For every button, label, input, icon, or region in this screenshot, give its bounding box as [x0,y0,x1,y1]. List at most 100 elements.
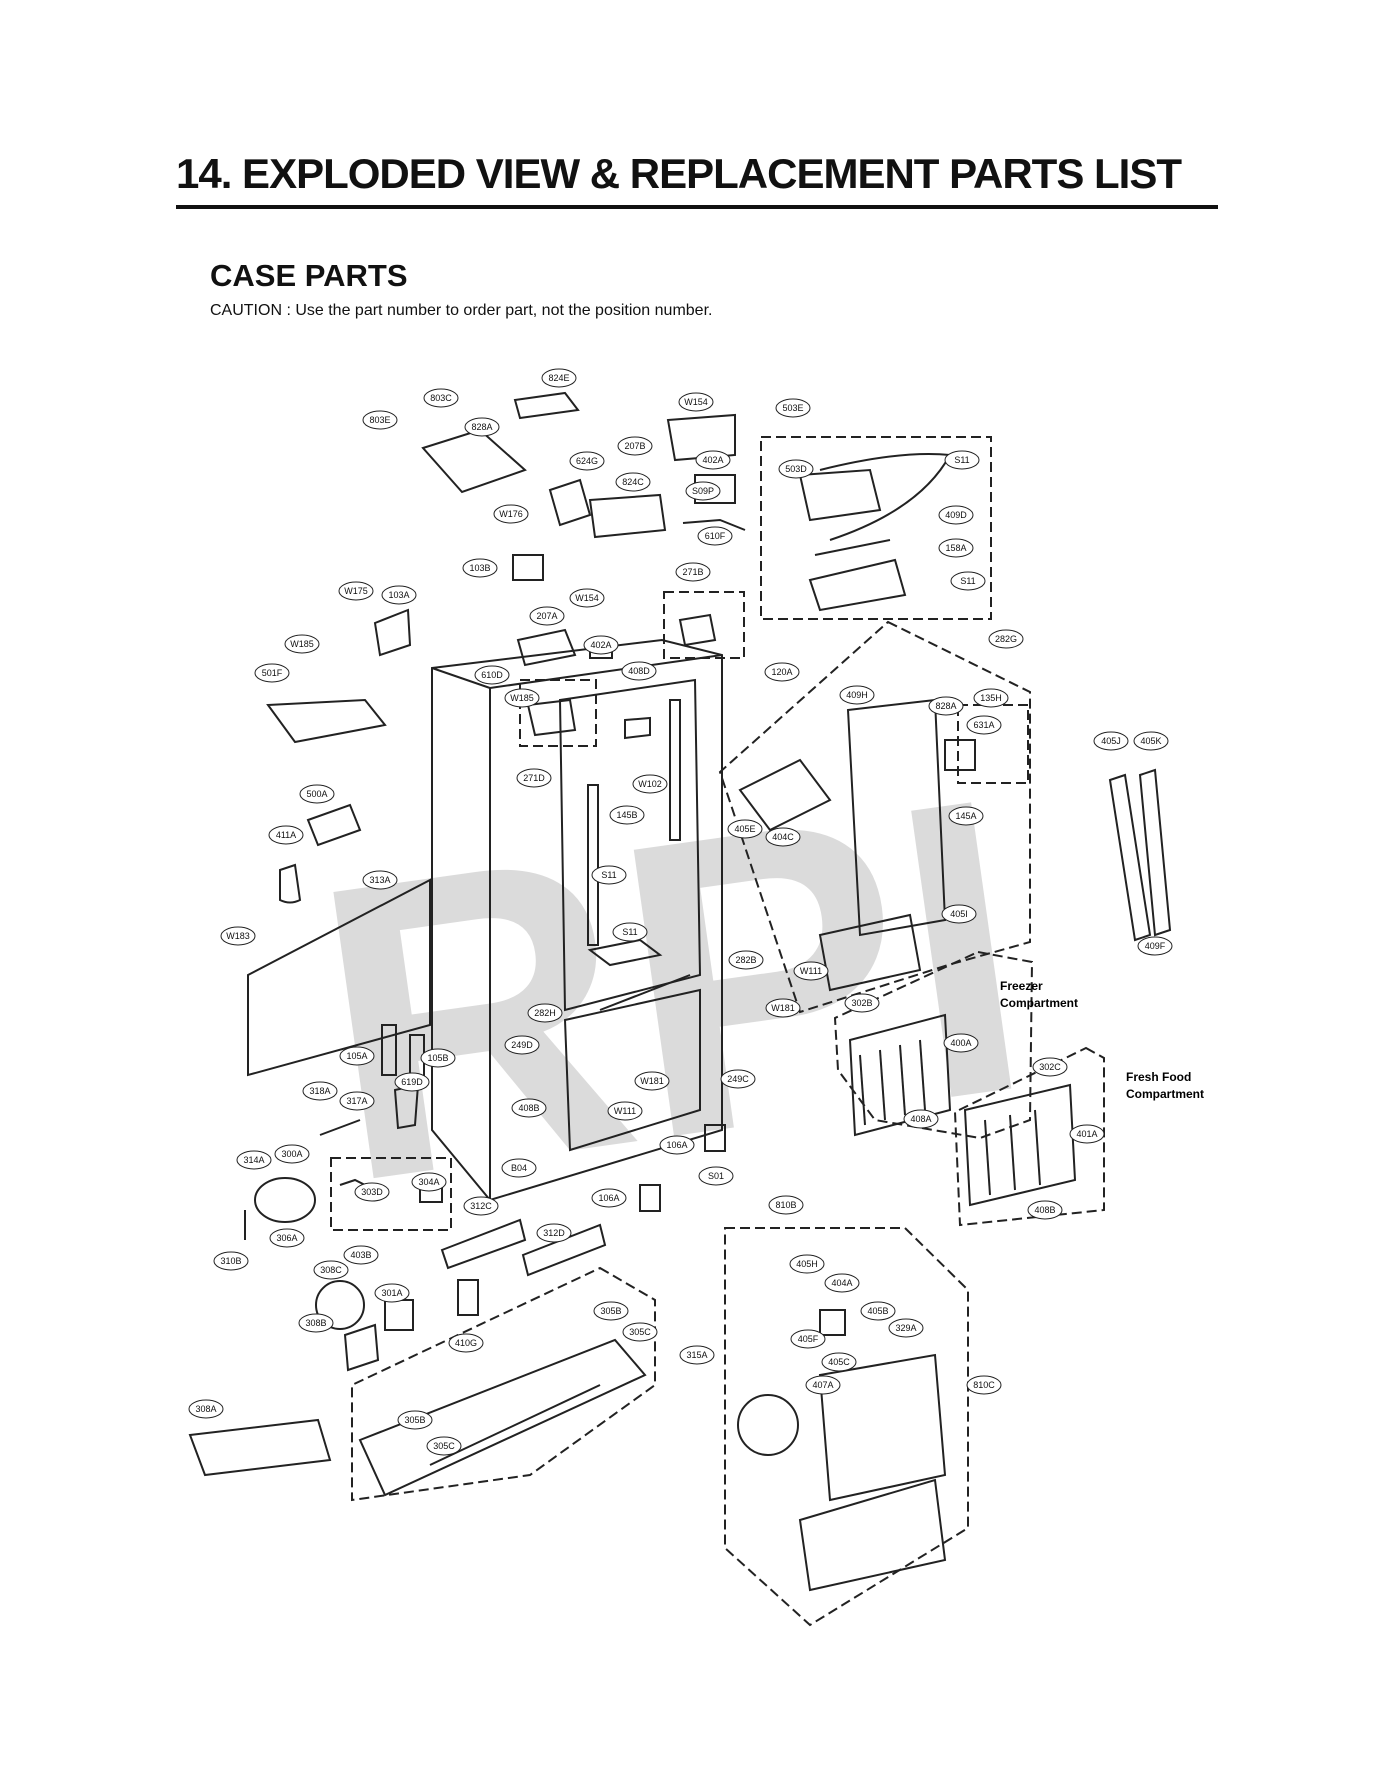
callout-803e: 803E [362,410,398,430]
callout-text: 401A [1076,1129,1097,1139]
fresh-food-label-line2: Compartment [1126,1087,1204,1101]
callout-text: 145B [616,810,637,820]
callout-bubble [527,1003,563,1023]
callout-bubble [728,950,764,970]
callout-w183: W183 [220,926,256,946]
callout-text: 305B [404,1415,425,1425]
part-308c-fan [315,1280,365,1330]
evap-fin-6 [1009,1114,1016,1191]
compartment-labels: Freezer Compartment Fresh Food Compartme… [1000,979,1204,1101]
part-810b-cover [818,1353,947,1502]
evap-fin-5 [984,1119,991,1196]
callout-bubble [1133,731,1169,751]
callout-text: 305C [629,1327,651,1337]
callout-text: 803E [369,415,390,425]
callout-text: 282H [534,1008,556,1018]
callout-text: 810C [973,1380,995,1390]
callout-bubble [938,538,974,558]
callout-bubble [659,1135,695,1155]
callout-bubble [793,961,829,981]
callout-bubble [188,1399,224,1419]
part-405j-rail [1108,773,1152,942]
callout-bubble [1027,1200,1063,1220]
part-313a-panel [247,878,431,1077]
callout-bubble [765,827,801,847]
callout-619d: 619D [394,1072,430,1092]
callout-bubble [569,588,605,608]
callout-bubble [354,1182,390,1202]
cabinet-top-edge [489,654,723,689]
callout-bubble [591,1188,627,1208]
callout-bubble [339,1091,375,1111]
callout-text: 302C [1039,1062,1061,1072]
callout-bubble [464,417,500,437]
callout-text: 306A [276,1233,297,1243]
callout-bubble [569,451,605,471]
callout-405f: 405F [790,1329,826,1349]
callout-text: 304A [418,1177,439,1187]
callout-410g: 410G [448,1333,484,1353]
callout-bubble [511,1098,547,1118]
callout-text: 405B [867,1306,888,1316]
title-underline [176,205,1218,209]
callout-text: 403B [350,1250,371,1260]
callout-bubble [220,926,256,946]
callout-text: 120A [771,667,792,677]
group-box-top-right [760,436,992,620]
callout-106a: 106A [591,1188,627,1208]
callout-409f: 409F [1137,936,1173,956]
callout-305c: 305C [622,1322,658,1342]
callout-bubble [621,661,657,681]
callout-text: 405C [828,1357,850,1367]
callout-810c: 810C [966,1375,1002,1395]
part-610f-wire [682,518,746,531]
callout-text: 305C [433,1441,455,1451]
callout-329a: 329A [888,1318,924,1338]
page-title: 14. EXPLODED VIEW & REPLACEMENT PARTS LI… [176,150,1182,197]
callout-text: 828A [935,701,956,711]
callout-bubble [268,825,304,845]
callout-bubble [299,784,335,804]
callout-624g: 624G [569,451,605,471]
callout-bubble [236,1150,272,1170]
callout-bubble [593,1301,629,1321]
evap-fin-4 [919,1039,926,1111]
callout-text: W183 [226,931,250,941]
callout-303d: 303D [354,1182,390,1202]
callout-text: 405F [798,1334,819,1344]
callout-bubble [591,865,627,885]
callout-text: 145A [955,811,976,821]
callout-300a: 300A [274,1144,310,1164]
callout-text: 408B [518,1103,539,1113]
callout-text: 318A [309,1086,330,1096]
group-box-fresh-fan [724,1227,969,1627]
callout-282b: 282B [728,950,764,970]
callout-308a: 308A [188,1399,224,1419]
callout-bubble [362,410,398,430]
callout-312d: 312D [536,1223,572,1243]
callout-text: W185 [510,693,534,703]
callout-bubble [493,504,529,524]
callout-bubble [313,1260,349,1280]
callout-text: 631A [973,720,994,730]
callout-306a: 306A [269,1228,305,1248]
callout-bubble [617,436,653,456]
callout-w185: W185 [284,634,320,654]
callout-s01: S01 [698,1166,734,1186]
callout-824c: 824C [615,472,651,492]
callout-text: 106A [666,1140,687,1150]
callout-text: 300A [281,1149,302,1159]
callout-bubble [950,571,986,591]
callout-411a: 411A [268,825,304,845]
callout-text: W111 [614,1106,636,1116]
callout-bubble [860,1301,896,1321]
callout-bubble [609,805,645,825]
dispenser-wire [819,453,952,541]
callout-w111: W111 [793,961,829,981]
callout-text: 624G [576,456,598,466]
group-box-271d [519,679,597,747]
callout-408d: 408D [621,661,657,681]
callout-405i: 405I [941,904,977,924]
callout-text: 106A [598,1193,619,1203]
callout-text: 610D [481,670,503,680]
